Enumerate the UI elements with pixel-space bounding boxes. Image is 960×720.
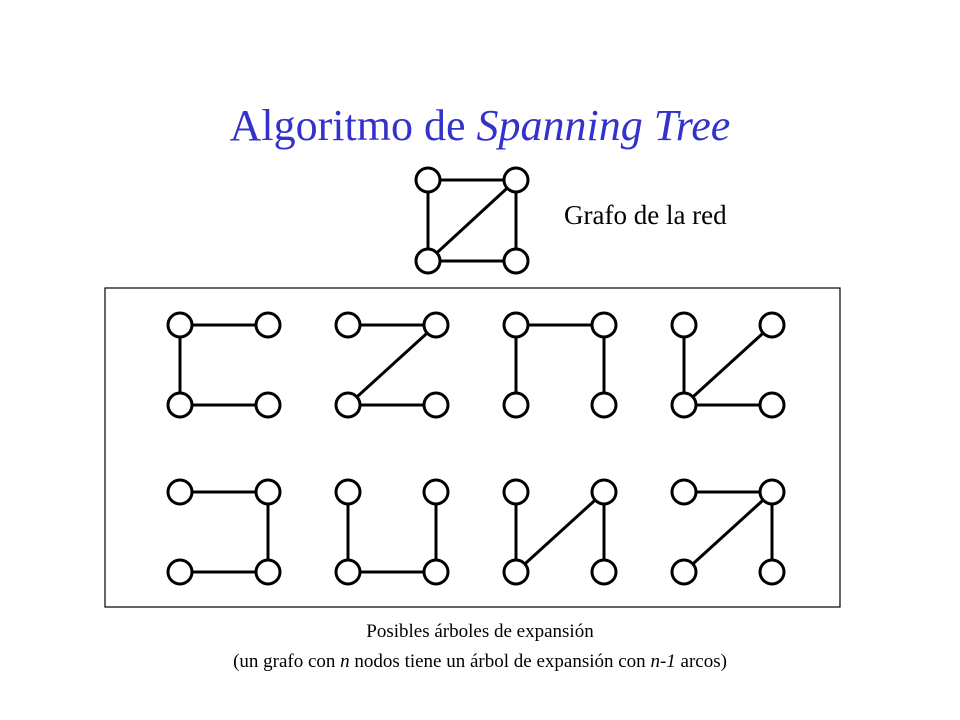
tree-node: [334, 478, 362, 506]
tree-node: [166, 558, 194, 586]
tree-node: [590, 311, 618, 339]
spanning-tree-1: [166, 311, 282, 419]
tree-node: [422, 311, 450, 339]
spanning-tree-4: [670, 311, 786, 419]
tree-node: [758, 558, 786, 586]
tree-node: [254, 478, 282, 506]
graph-node-top-left: [414, 166, 442, 194]
tree-node: [590, 478, 618, 506]
network-graph: [414, 166, 530, 275]
tree-node: [758, 478, 786, 506]
tree-node: [334, 311, 362, 339]
tree-node: [166, 311, 194, 339]
tree-node: [502, 478, 530, 506]
tree-node: [670, 478, 698, 506]
graph-node-bottom-left: [414, 247, 442, 275]
title-prefix: Algoritmo de: [229, 101, 477, 150]
tree-node: [254, 311, 282, 339]
caption-text: nodos tiene un árbol de expansión con: [349, 651, 651, 672]
caption-line-1: Posibles árboles de expansión: [366, 621, 594, 642]
graph-node-bottom-right: [502, 247, 530, 275]
caption-variable-n-minus-1: n-1: [650, 651, 676, 672]
tree-node: [166, 391, 194, 419]
tree-node: [334, 558, 362, 586]
slide-title: Algoritmo de Spanning Tree: [0, 98, 960, 154]
tree-node: [334, 391, 362, 419]
tree-node: [502, 558, 530, 586]
caption-text: arcos): [675, 651, 727, 672]
spanning-tree-6: [334, 478, 450, 586]
graph-node-top-right: [502, 166, 530, 194]
spanning-tree-3: [502, 311, 618, 419]
tree-node: [670, 558, 698, 586]
tree-node: [422, 558, 450, 586]
spanning-trees-frame: [104, 287, 841, 608]
tree-node: [422, 391, 450, 419]
tree-node: [502, 311, 530, 339]
tree-node: [758, 311, 786, 339]
tree-node: [670, 391, 698, 419]
caption-line-2: (un grafo con n nodos tiene un árbol de …: [0, 649, 960, 675]
tree-node: [670, 311, 698, 339]
spanning-tree-7: [502, 478, 618, 586]
tree-node: [254, 558, 282, 586]
network-graph-label: Grafo de la red: [564, 200, 727, 230]
tree-node: [502, 391, 530, 419]
graph-edge-diagonal: [426, 178, 518, 263]
spanning-tree-8: [670, 478, 786, 586]
tree-node: [254, 391, 282, 419]
caption-text: (un grafo con: [233, 651, 341, 672]
tree-node: [758, 391, 786, 419]
spanning-tree-2: [334, 311, 450, 419]
tree-node: [590, 391, 618, 419]
tree-node: [166, 478, 194, 506]
caption-variable-n: n: [340, 651, 350, 672]
title-emphasis: Spanning Tree: [476, 101, 731, 150]
tree-node: [590, 558, 618, 586]
spanning-tree-5: [166, 478, 282, 586]
tree-node: [422, 478, 450, 506]
